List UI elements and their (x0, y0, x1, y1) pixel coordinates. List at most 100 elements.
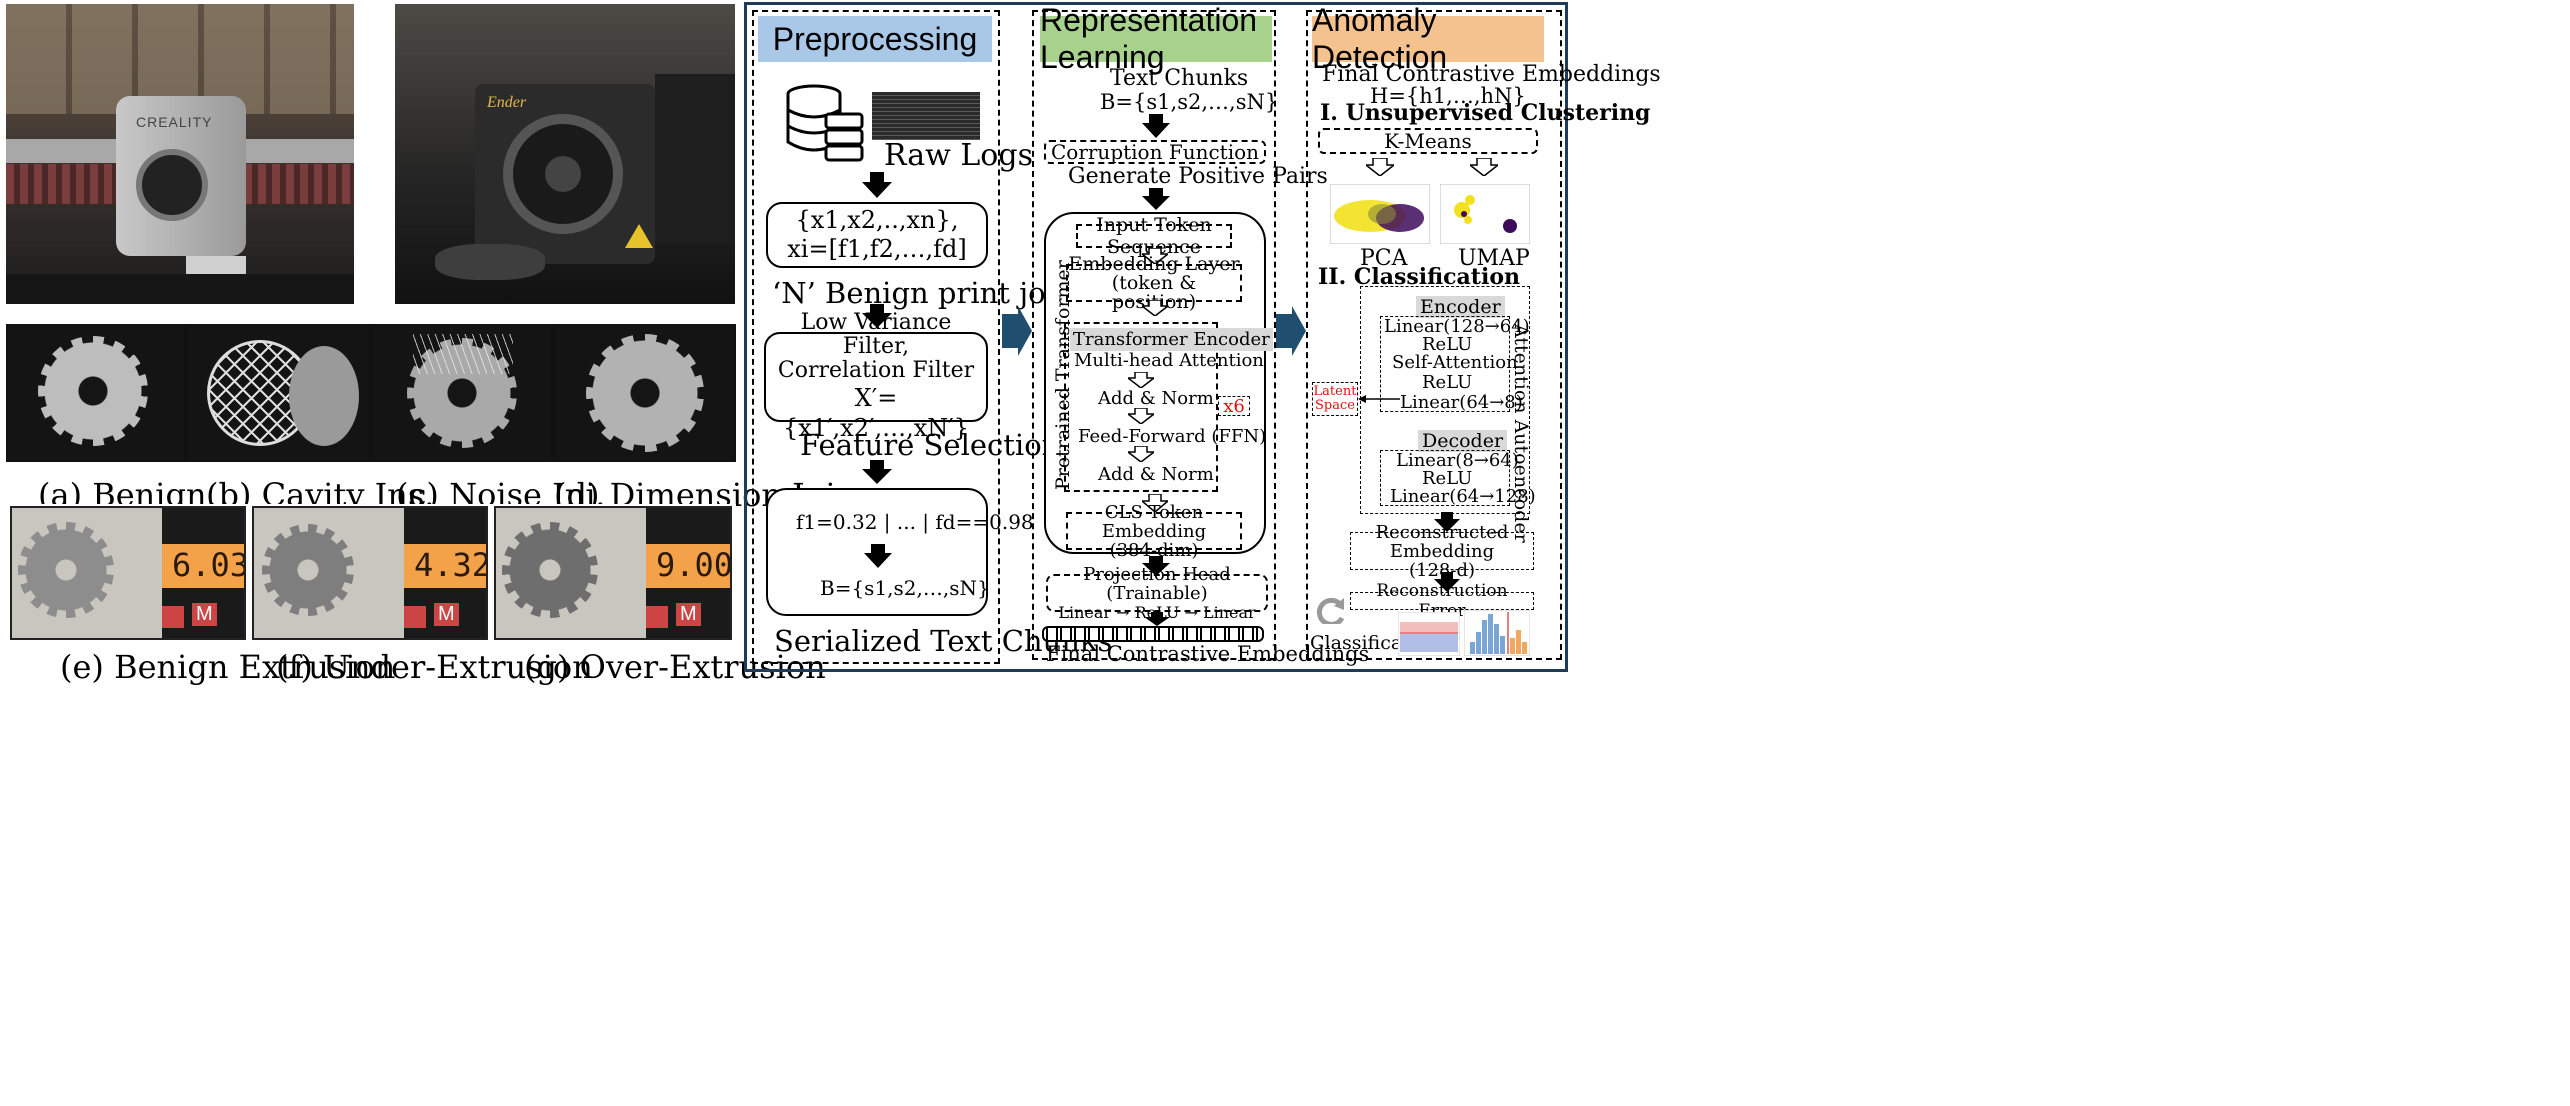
pca-plot (1330, 184, 1430, 244)
encoder-stack (1380, 316, 1510, 412)
cls-token-box: CLS Token Embedding (384-dim) (1066, 503, 1242, 560)
umap-label: UMAP (1458, 246, 1530, 271)
final-embeddings-title: Final Contrastive Embeddings (1322, 62, 1661, 87)
add-norm-2-label: Add & Norm (1098, 464, 1214, 485)
reconstruction-error-box: Reconstruction Error (1350, 581, 1534, 621)
photo-benign-gear (8, 326, 184, 460)
error-scatter-plot (1398, 612, 1460, 656)
latent-arrow (1358, 395, 1400, 403)
projection-line-1: Projection Head (Trainable) (1083, 563, 1231, 604)
feature-selection-label: Feature Selection (800, 428, 1061, 462)
hollow-down-arrow (1128, 408, 1154, 424)
decoder-stack (1380, 450, 1510, 506)
anomaly-column (1306, 10, 1562, 660)
dec-linear-2: Linear(64→128) (1390, 486, 1536, 507)
photo-printer-left: CREALITY (6, 4, 354, 304)
scale-button-m: M (676, 603, 701, 626)
representation-column (1032, 10, 1276, 660)
hollow-down-arrow (1470, 158, 1498, 176)
embedding-layer-line-1: Embedding Layer (1068, 252, 1240, 275)
recon-line-1: Reconstructed Embedding (1375, 521, 1509, 562)
anomaly-header: Anomaly Detection (1312, 2, 1544, 75)
pipeline-frame (744, 2, 1568, 672)
cls-line-2: (384-dim) (1109, 539, 1199, 561)
multihead-label: Multi-head Attention (1074, 350, 1264, 371)
enc-linear-1: Linear(128→64) (1384, 316, 1530, 337)
photo-scale-over: 9.00 M (494, 506, 732, 640)
down-arrow (1142, 188, 1170, 210)
error-histogram (1464, 610, 1530, 656)
embedding-layer-box: Embedding Layer (token & position) (1066, 254, 1242, 311)
ffn-label: Feed-Forward (FFN) (1078, 426, 1267, 447)
pca-label: PCA (1360, 246, 1408, 271)
enc-relu-1: ReLU (1422, 334, 1473, 355)
photo-noise-gear (373, 326, 551, 460)
scale-reading: 9.00 (656, 546, 732, 584)
flow-arrow-2 (1276, 306, 1306, 356)
set-line-2: xi=[f1,f2,…,fd] (787, 235, 967, 263)
input-token-box: Input Token Sequence (1076, 214, 1232, 258)
hollow-down-arrow (1366, 158, 1394, 176)
chunk-set: B={s1,s2,…,sN} (820, 576, 990, 600)
dec-linear-1: Linear(8→64) (1396, 450, 1519, 471)
down-arrow (862, 172, 892, 198)
down-arrow (1142, 556, 1170, 576)
kmeans-box: K-Means (1318, 128, 1538, 154)
hollow-down-arrow (1128, 372, 1154, 388)
add-norm-1-label: Add & Norm (1098, 388, 1214, 409)
transformer-encoder-box (1064, 322, 1218, 492)
photo-scale-under: 4.32 M (252, 506, 488, 640)
preprocessing-header: Preprocessing (758, 16, 992, 62)
raw-logs-label: Raw Logs (884, 138, 1033, 173)
dec-relu: ReLU (1422, 468, 1473, 489)
filter-box: Low Variance Filter, Correlation Filter … (764, 311, 988, 442)
unsupervised-title: I. Unsupervised Clustering (1320, 100, 1651, 126)
caption-under-extrusion: (f) Under-Extrusion (276, 648, 593, 686)
flow-arrow-1 (1002, 306, 1032, 356)
transformer-encoder-label: Transformer Encoder (1070, 328, 1273, 351)
photo-cavity-gear (189, 326, 369, 460)
enc-self-attention: Self-Attention (1392, 352, 1518, 373)
latent-line-1: Latent (1313, 384, 1357, 399)
latent-line-2: Space (1315, 398, 1355, 413)
refresh-icon (1316, 598, 1345, 624)
projection-head-box: Projection Head (Trainable) Linear → ReL… (1046, 565, 1268, 622)
set-line-1: {x1,x2,..,xn}, (795, 206, 959, 234)
encoder-label: Encoder (1416, 296, 1505, 318)
caption-benign-extrusion: (e) Benign Extrusion (60, 648, 396, 686)
raw-features-box: {x1,x2,..,xn}, xi=[f1,f2,…,fd] (766, 202, 988, 268)
filter-line-1: Low Variance Filter, (800, 310, 952, 359)
chunk-features: f1=0.32 | ... | fd==0.98 (796, 510, 1034, 534)
hollow-down-arrow (1142, 300, 1168, 316)
photo-printer-right: Ender (395, 4, 735, 304)
down-arrow (1142, 114, 1170, 138)
down-arrow (862, 460, 892, 484)
hollow-down-arrow (1142, 248, 1168, 264)
printer-brand-ender: Ender (487, 94, 527, 111)
reconstructed-box: Reconstructed Embedding (128-d) (1350, 523, 1534, 580)
photo-dimension-gear (556, 326, 734, 460)
down-arrow (864, 544, 892, 568)
scale-button-m: M (192, 603, 217, 626)
scale-reading: 6.03 (172, 546, 246, 584)
text-chunks-set: B={s1,s2,…,sN} (1100, 90, 1279, 114)
caption-over-extrusion: (g) Over-Extrusion (524, 648, 826, 686)
umap-plot (1440, 184, 1530, 244)
h-set: H={h1,…,hN} (1370, 84, 1526, 108)
corruption-box: Corruption Function (1044, 140, 1266, 164)
repeat-badge: x6 (1218, 396, 1250, 417)
text-chunks-label: Text Chunks (1110, 66, 1249, 91)
hollow-down-arrow (1128, 446, 1154, 462)
preprocessing-column (752, 10, 1000, 664)
final-embeddings-label: Final Contrastive Embeddings (1046, 642, 1370, 666)
printer-brand-creality: CREALITY (136, 114, 213, 130)
representation-header: Representation Learning (1040, 2, 1272, 75)
down-arrow (1434, 572, 1460, 592)
decoder-label: Decoder (1418, 430, 1508, 452)
cls-line-1: CLS Token Embedding (1101, 501, 1207, 542)
embedding-vector-strip (1042, 626, 1264, 642)
scale-reading: 4.32 (414, 546, 488, 584)
benign-jobs-label: ‘N’ Benign print jobs (772, 276, 1080, 310)
latent-space-box: Latent Space (1312, 382, 1358, 416)
enc-relu-2: ReLU (1422, 372, 1473, 393)
